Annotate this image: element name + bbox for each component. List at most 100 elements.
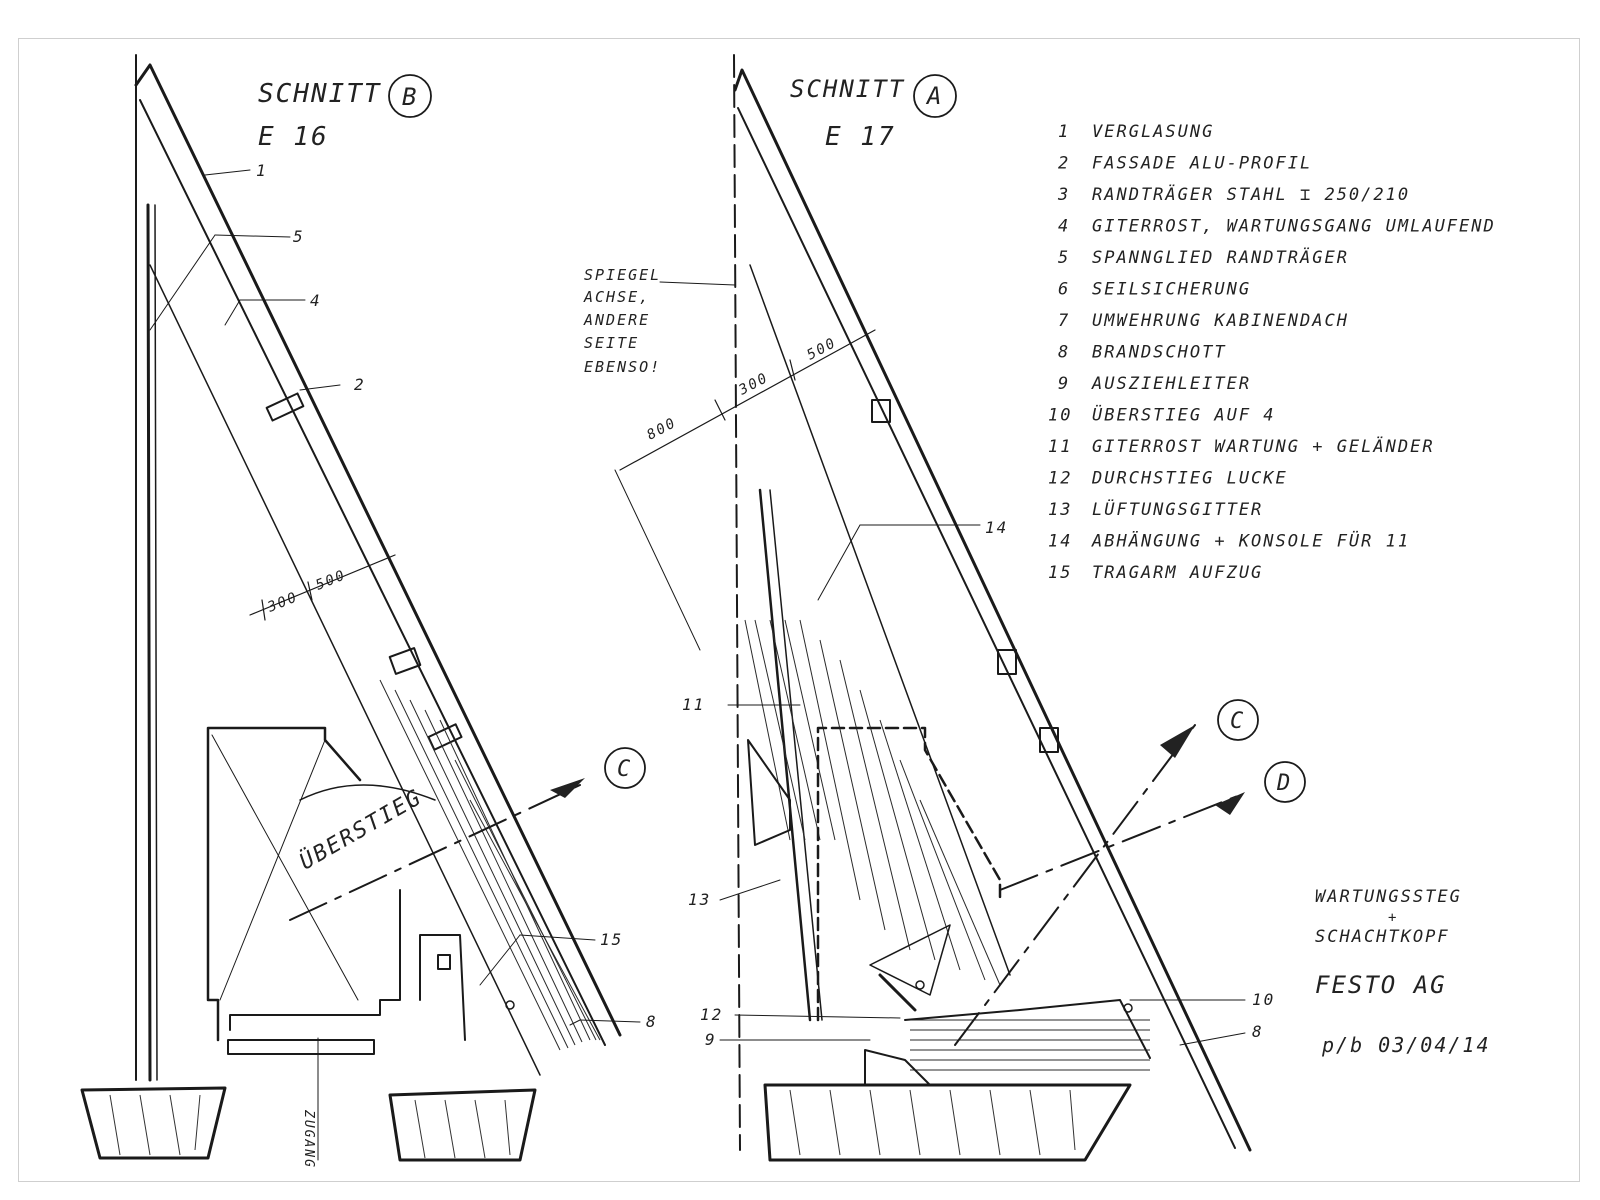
wall-a <box>747 739 791 846</box>
grating-hatch-a <box>744 619 1001 986</box>
slab-left-b <box>80 1086 227 1160</box>
slab-a <box>763 1083 1132 1162</box>
section-b-mark: B <box>402 83 418 111</box>
legend-text: LÜFTUNGSGITTER <box>1092 498 1263 520</box>
legend-number: 10 <box>1048 406 1072 426</box>
legend-text: TRAGARM AUFZUG <box>1092 563 1263 583</box>
mirror-note-1: SPIEGEL <box>584 266 661 284</box>
title-line-1: WARTUNGSSTEG <box>1315 887 1462 907</box>
grating-hatch-b <box>379 679 601 1051</box>
legend-text: SPANNGLIED RANDTRÄGER <box>1092 247 1349 268</box>
arrow-c-a <box>1160 725 1195 758</box>
arrow-c-b <box>550 778 585 798</box>
ladder-rail-1 <box>758 488 812 1022</box>
section-line-c-b <box>289 784 581 921</box>
arrow-d-a <box>1215 792 1245 815</box>
legend-number: 2 <box>1058 154 1070 174</box>
legend-number: 12 <box>1048 469 1072 489</box>
walkway-edge-a <box>904 999 1151 1059</box>
facade-inner-a <box>737 107 1236 1149</box>
legend-text: SEILSICHERUNG <box>1092 280 1251 300</box>
mast-line <box>146 203 152 1082</box>
legend-number: 4 <box>1058 217 1070 237</box>
section-mark-d-a-label: D <box>1276 771 1292 796</box>
section-line-c-a <box>954 724 1196 1046</box>
legend-number: 13 <box>1048 500 1072 520</box>
section-a-labels: SCHNITT A E 17 SPIEGEL ACHSE, ANDERE SEI… <box>583 75 1292 1049</box>
legend-number: 6 <box>1058 280 1070 300</box>
callout-8-b: 8 <box>646 1012 658 1031</box>
uberstieg-label: ÜBERSTIEG <box>295 784 427 875</box>
clip-2-low <box>427 723 463 751</box>
section-mark-c-b <box>604 747 646 789</box>
legend-number: 5 <box>1058 248 1070 268</box>
leader-5-b <box>149 234 216 331</box>
leader-15b-h <box>519 934 596 941</box>
ladder-rail-2 <box>769 489 823 1021</box>
slab-hatch-a <box>789 1089 1076 1156</box>
dim-tick-a1 <box>714 399 726 421</box>
section-line-d-a <box>999 794 1241 891</box>
cabin-diag-2 <box>219 739 326 1001</box>
cabin-outline-b <box>206 726 362 1042</box>
legend-text: DURCHSTIEG LUCKE <box>1091 469 1288 489</box>
truss-a <box>749 264 1011 976</box>
truss-b <box>149 264 541 1076</box>
section-a-title: SCHNITT <box>790 75 905 103</box>
section-a-ref: E 17 <box>825 122 896 152</box>
hatch-b <box>227 1039 375 1055</box>
legend-number: 15 <box>1048 563 1072 583</box>
walkway-hatch-a <box>910 1019 1150 1071</box>
pin-a-1 <box>915 980 925 990</box>
dim-300-b: 300 <box>265 589 301 616</box>
title-block: WARTUNGSSTEG + SCHACHTKOPF FESTO AG p/b … <box>1315 887 1489 1057</box>
section-mark-c-a <box>1217 699 1259 741</box>
hatch-arm-a <box>878 973 917 1012</box>
legend-number: 14 <box>1048 532 1072 552</box>
mast-line-inner <box>154 204 158 1081</box>
dim-300-a: 300 <box>735 370 771 399</box>
dim-800-a: 800 <box>644 415 679 444</box>
leader-1-b <box>204 169 251 176</box>
section-mark-d-a <box>1264 761 1306 803</box>
section-mark-c-a-label: C <box>1230 709 1245 734</box>
slab-right-b <box>388 1088 537 1162</box>
section-mark-b <box>388 74 432 118</box>
legend-text: UMWEHRUNG KABINENDACH <box>1092 311 1349 331</box>
section-b-title: SCHNITT <box>258 79 382 109</box>
section-b-labels: SCHNITT B E 16 1 5 4 2 15 8 300 500 C ÜB… <box>256 79 658 1169</box>
cabin-outline-a <box>816 726 1002 1022</box>
hatch-triangle-a <box>869 924 951 996</box>
cabin-diag-1 <box>211 734 359 1001</box>
section-mark-a <box>913 74 957 118</box>
callout-5-b: 5 <box>293 227 305 246</box>
facade-glazing-a <box>733 68 1252 1152</box>
callout-15-b: 15 <box>600 930 623 949</box>
section-b-drawing <box>80 54 646 1162</box>
zugang-label: ZUGANG <box>301 1109 316 1169</box>
callout-8-a: 8 <box>1252 1022 1264 1041</box>
dim-ext-a <box>614 469 701 651</box>
callout-1-b: 1 <box>256 161 268 180</box>
legend-text: GITERROST, WARTUNGSGANG UMLAUFEND <box>1092 217 1496 237</box>
cabin-top-b <box>229 889 401 1031</box>
facade-inner-b <box>139 99 606 1046</box>
legend-text: GITERROST WARTUNG + GELÄNDER <box>1092 436 1435 457</box>
section-a-drawing <box>614 54 1306 1162</box>
title-amp: + <box>1388 910 1398 926</box>
legend-text: FASSADE ALU-PROFIL <box>1092 154 1312 174</box>
leader-14-a <box>817 524 861 601</box>
legend-number: 8 <box>1058 343 1070 363</box>
legend-text: VERGLASUNG <box>1092 122 1214 142</box>
slab-hatch-b <box>109 1094 511 1159</box>
dim-line-b <box>249 554 396 616</box>
legend-text: BRANDSCHOTT <box>1092 343 1227 363</box>
mirror-leader <box>659 281 736 286</box>
mirror-note-5: EBENSO! <box>584 358 661 376</box>
step-a <box>864 1049 931 1086</box>
clip-2-top <box>265 392 305 422</box>
dim-tick-a2 <box>789 359 796 381</box>
